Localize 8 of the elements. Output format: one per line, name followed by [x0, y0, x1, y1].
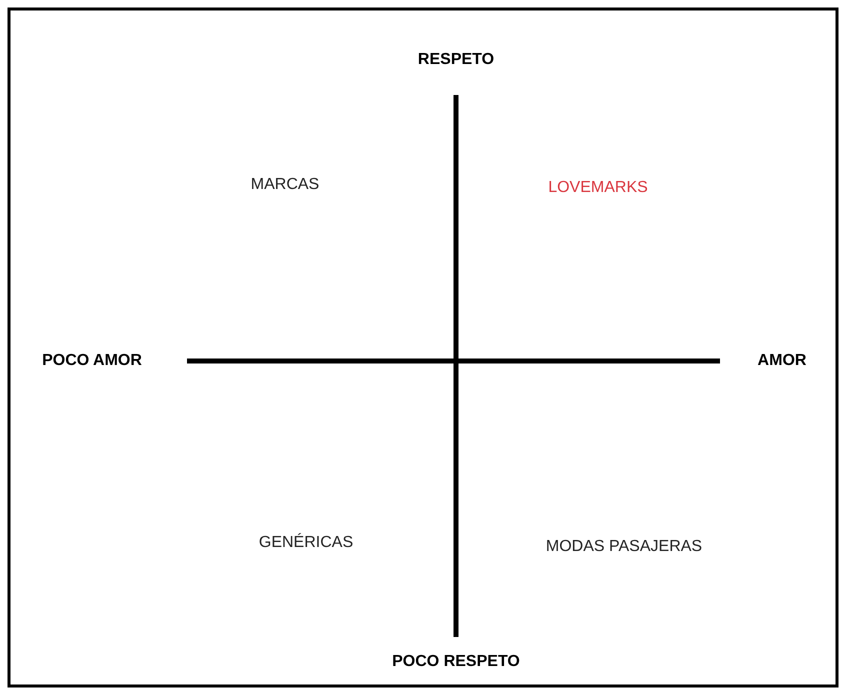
quadrant-label: LOVEMARKS: [548, 179, 648, 197]
axis-label: AMOR: [758, 352, 806, 370]
axis-label: RESPETO: [418, 51, 494, 69]
axis-label: POCO RESPETO: [392, 653, 520, 671]
quadrant-label: GENÉRICAS: [258, 534, 354, 552]
quadrant-label: MODAS PASAJERAS: [546, 538, 702, 556]
quadrant-label: MARCAS: [250, 176, 320, 194]
axis-label: POCO AMOR: [42, 352, 142, 370]
